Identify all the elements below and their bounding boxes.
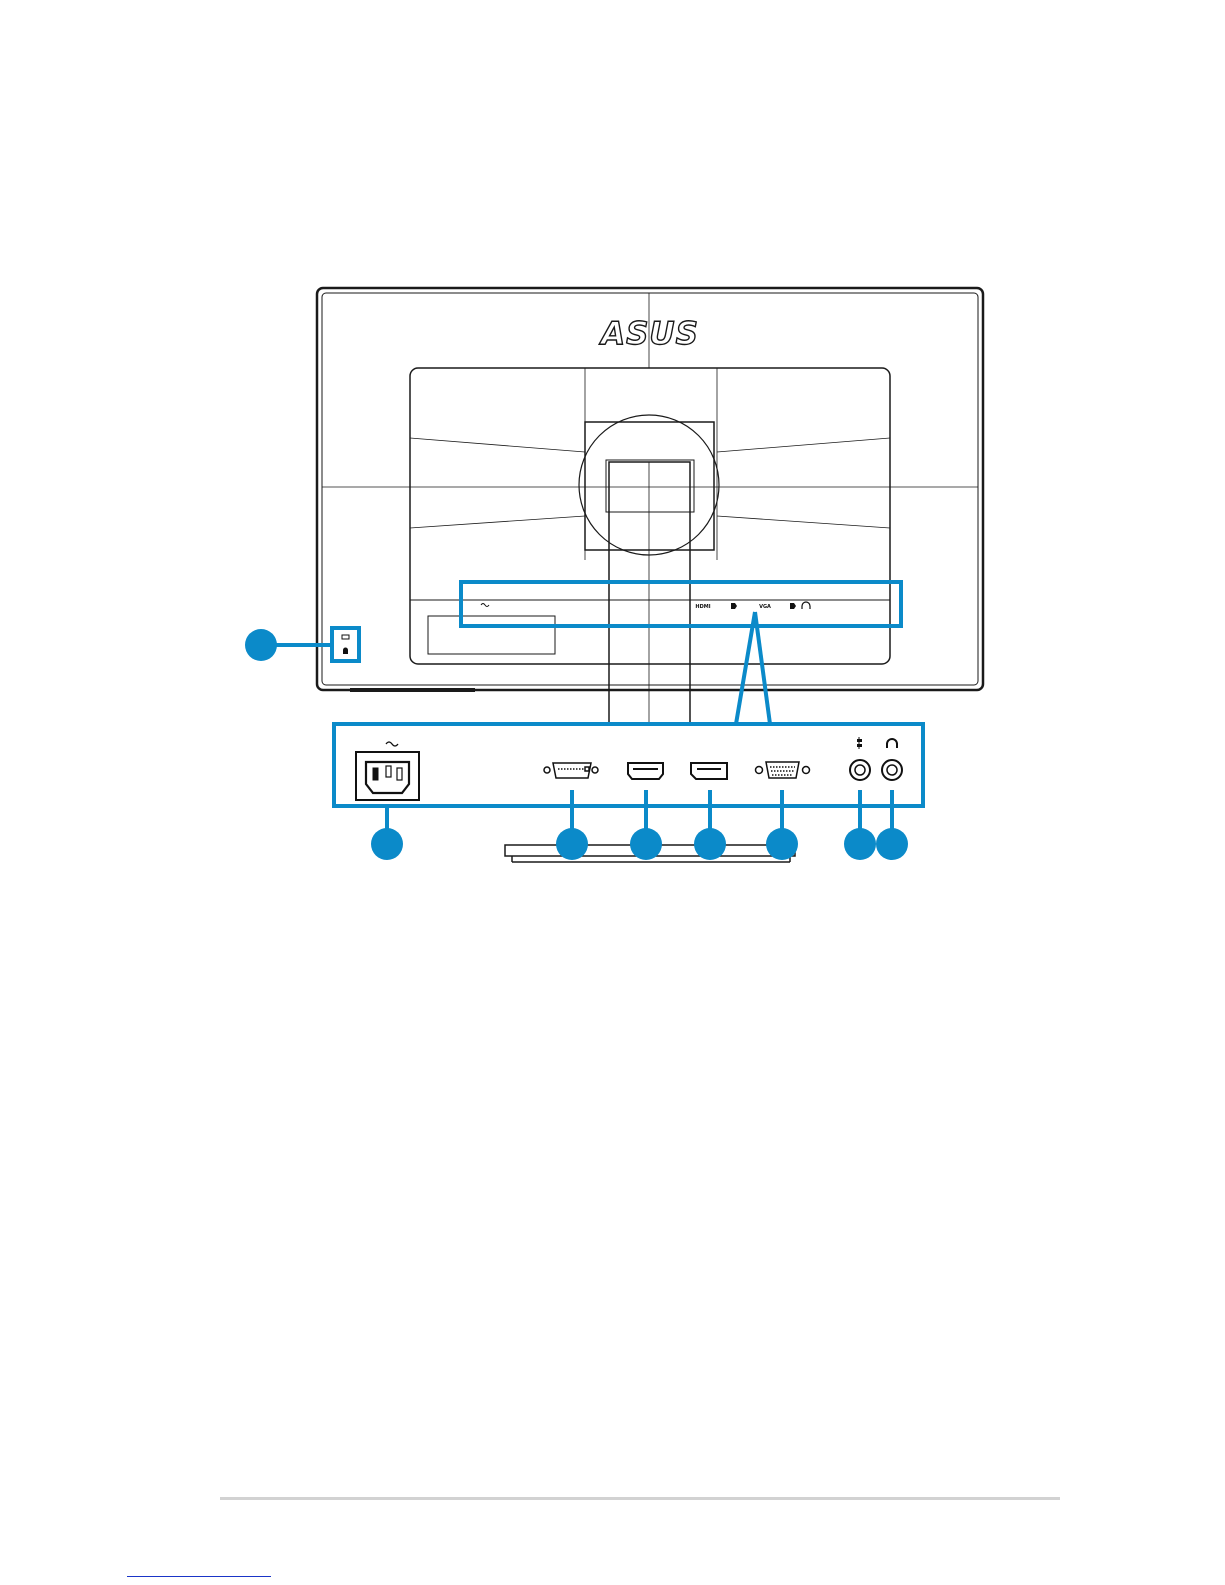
footer-rule [220,1497,1060,1500]
strip-audio-in-icon [790,603,796,609]
callout-marker-hdmi-port [630,828,662,860]
strip-headphone-icon [802,602,810,609]
monitor-rear-body [317,288,983,724]
callout-marker-ac-input-port [371,828,403,860]
strip-displayport-icon [731,603,737,609]
strip-power-icon [481,604,489,607]
connector-highlight-box [461,582,901,626]
page-footer-underline [127,1576,271,1577]
kensington-lock-icon [342,635,349,654]
asus-logo: ASUS [598,316,699,352]
callout-marker-displayport [694,828,726,860]
kensington-highlight-box [332,628,359,661]
callout-marker-vga-port [766,828,798,860]
callout-marker-kensington-lock [245,629,277,661]
callout-marker-audio-in-port [844,828,876,860]
callout-marker-earphone-jack [876,828,908,860]
strip-label-vga: VGA [759,604,771,610]
callout-marker-dvi-port [556,828,588,860]
strip-label-hdmi: HDMI [695,604,710,610]
